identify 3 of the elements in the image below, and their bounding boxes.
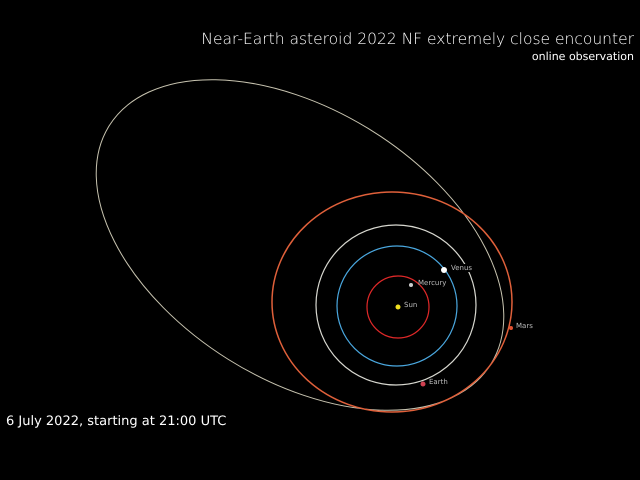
date-text: 6 July 2022, starting at 21:00 UTC: [6, 414, 226, 429]
title: Near-Earth asteroid 2022 NF extremely close encounter: [201, 30, 634, 48]
subtitle: online observation: [532, 50, 634, 63]
